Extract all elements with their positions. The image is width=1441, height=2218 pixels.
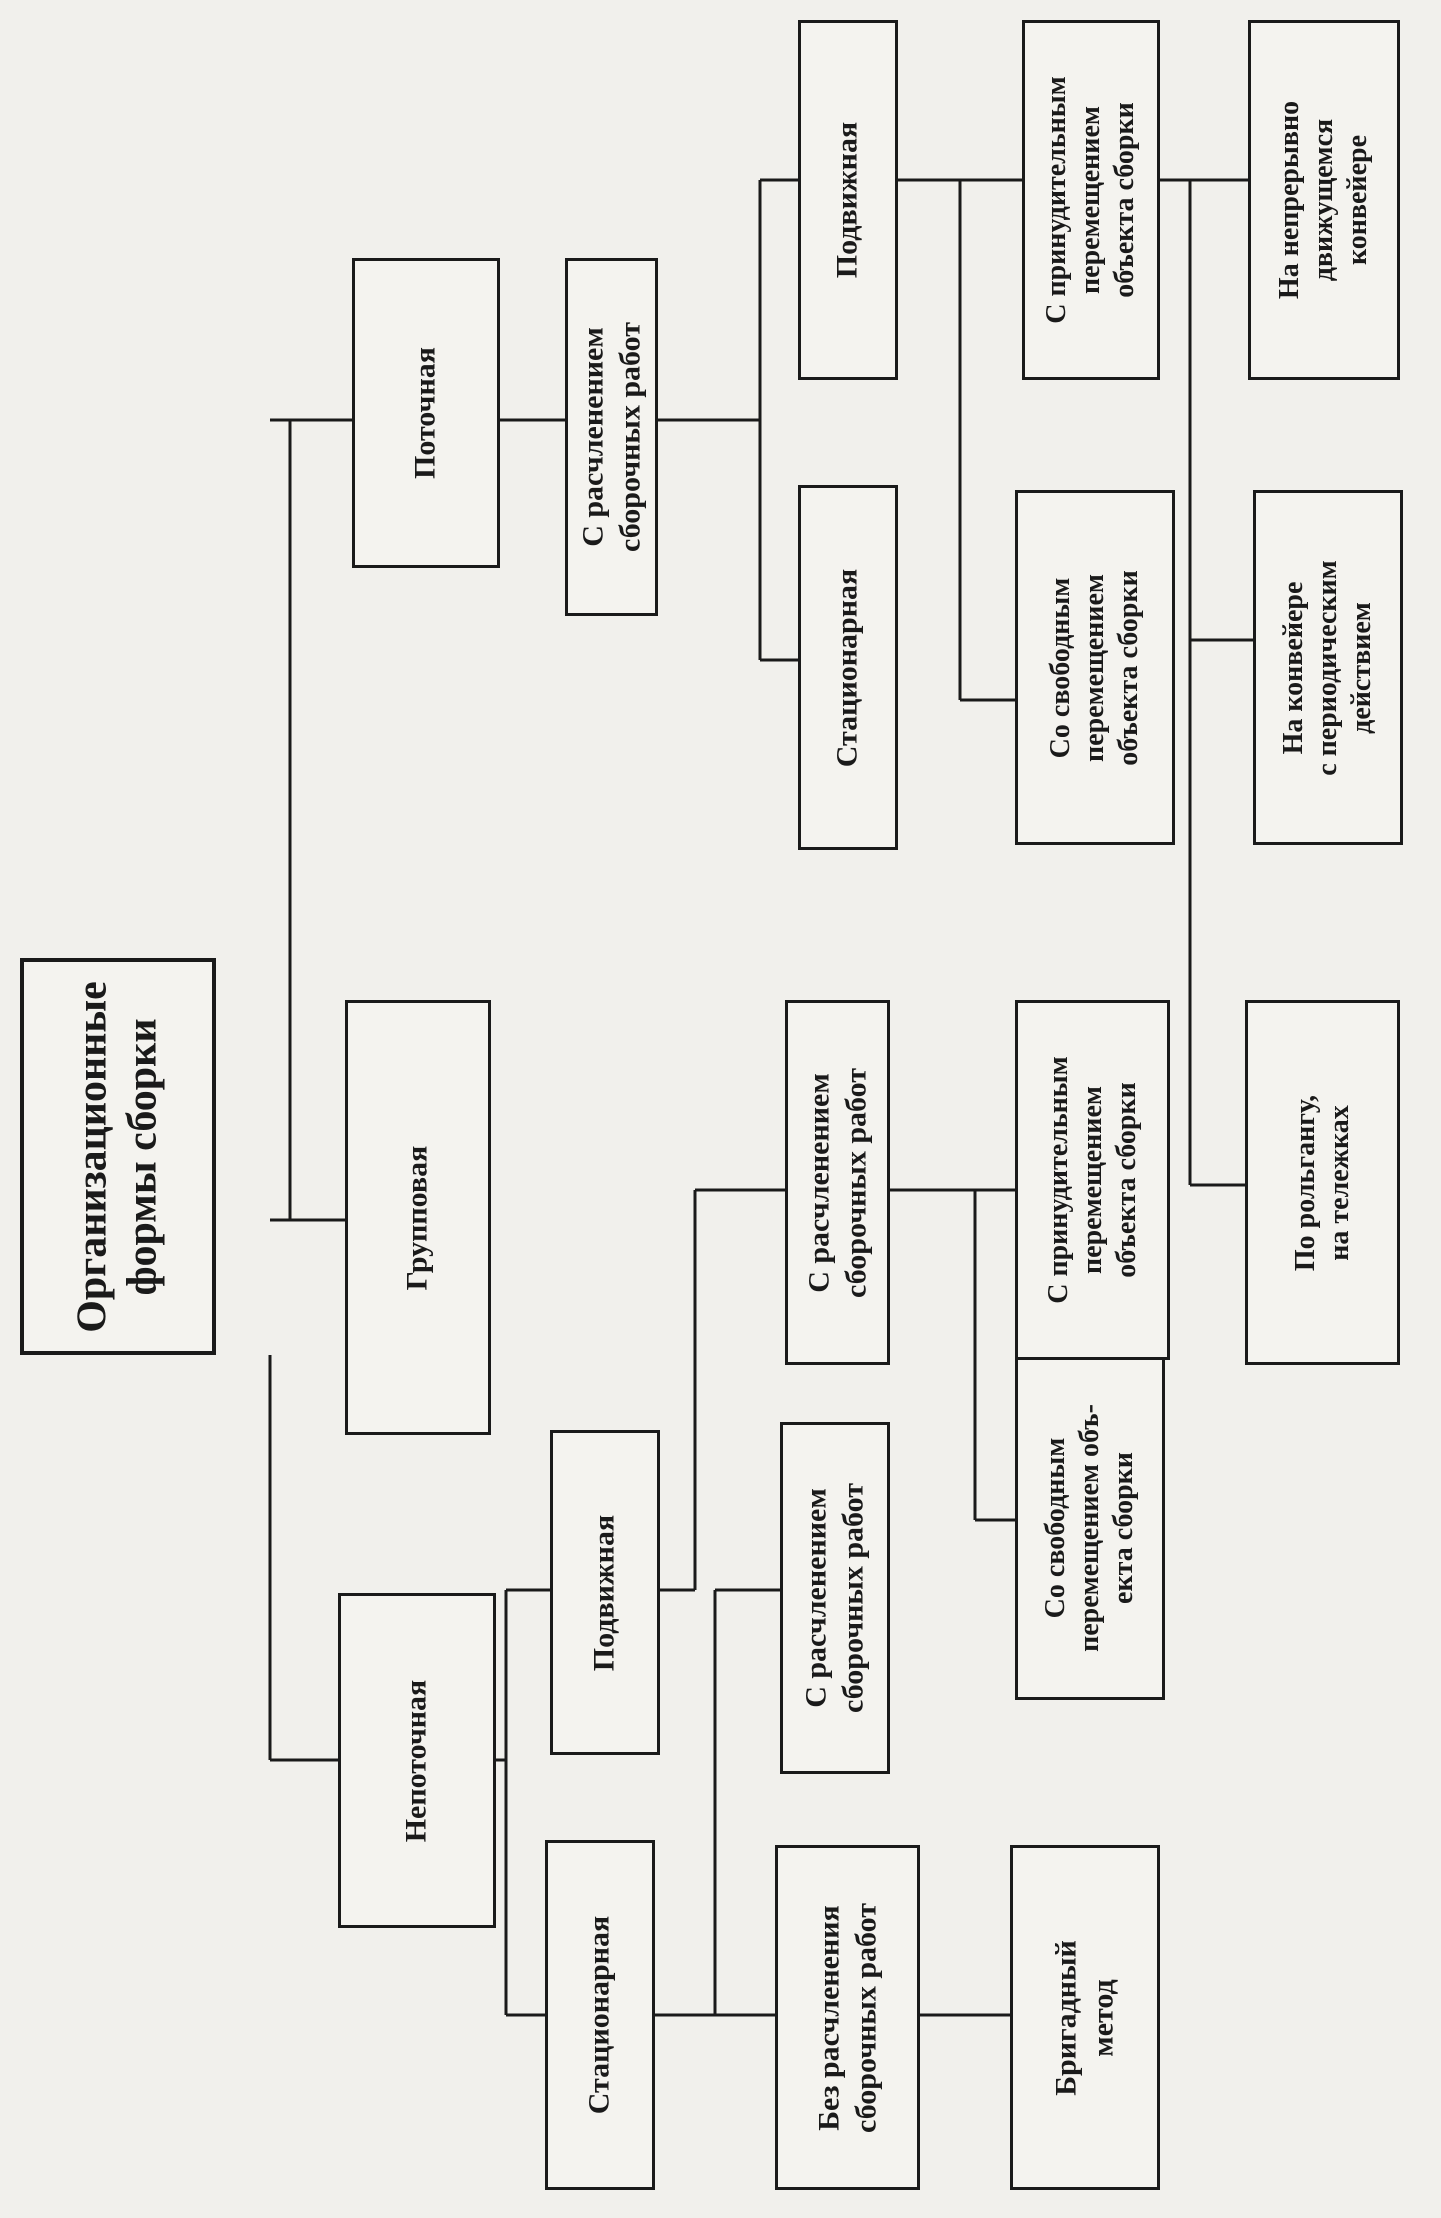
forced-movement-b-box: С принудительным перемещением объекта сб… [1022,20,1160,380]
connector-root-level1 [268,418,352,1762]
root-label: Организационные формы сборки [69,980,165,1333]
continuous-conveyor-box: На непрерывно движущемся конвейере [1248,20,1400,380]
nonflow-box: Непоточная [338,1593,496,1928]
nonflow-mobile-box: Подвижная [550,1430,660,1755]
connector-mobile-children [655,1188,785,1592]
connector-nonflow-children [496,1588,550,2017]
periodic-conveyor-box: На конвейере с периодическим действием [1253,490,1403,845]
connector-division-children [890,1188,1015,1522]
flow-stationary-box: Стационарная [798,485,898,850]
flow-mobile-box: Подвижная [798,20,898,380]
free-movement-b-box: Со свободным перемещением объекта сборки [1015,490,1175,845]
free-movement-a-box: Со свободным перемещением объ- екта сбор… [1015,1355,1165,1700]
brigade-method-box: Бригадный метод [1010,1845,1160,2190]
roller-conveyor-box: По рольгангу, на тележках [1245,1000,1400,1365]
stationary-with-division-box: С расчленением сборочных работ [780,1422,890,1774]
connector-flow-division-children [658,178,798,662]
connector-forced-children [1160,178,1253,1187]
without-division-box: Без расчленения сборочных работ [775,1845,920,2190]
forced-movement-a-box: С принудительным перемещением объекта сб… [1015,1000,1170,1360]
flow-with-division-box: С расчленением сборочных работ [565,258,658,616]
connector-stationary-children [655,1588,780,2017]
group-box: Групповая [345,1000,491,1435]
root-box: Организационные формы сборки [20,958,216,1355]
connector-flow-mobile-children [898,178,1022,702]
nonflow-stationary-box: Стационарная [545,1840,655,2190]
mobile-with-division-box: С расчленением сборочных работ [785,1000,890,1365]
flow-box: Поточная [352,258,500,568]
